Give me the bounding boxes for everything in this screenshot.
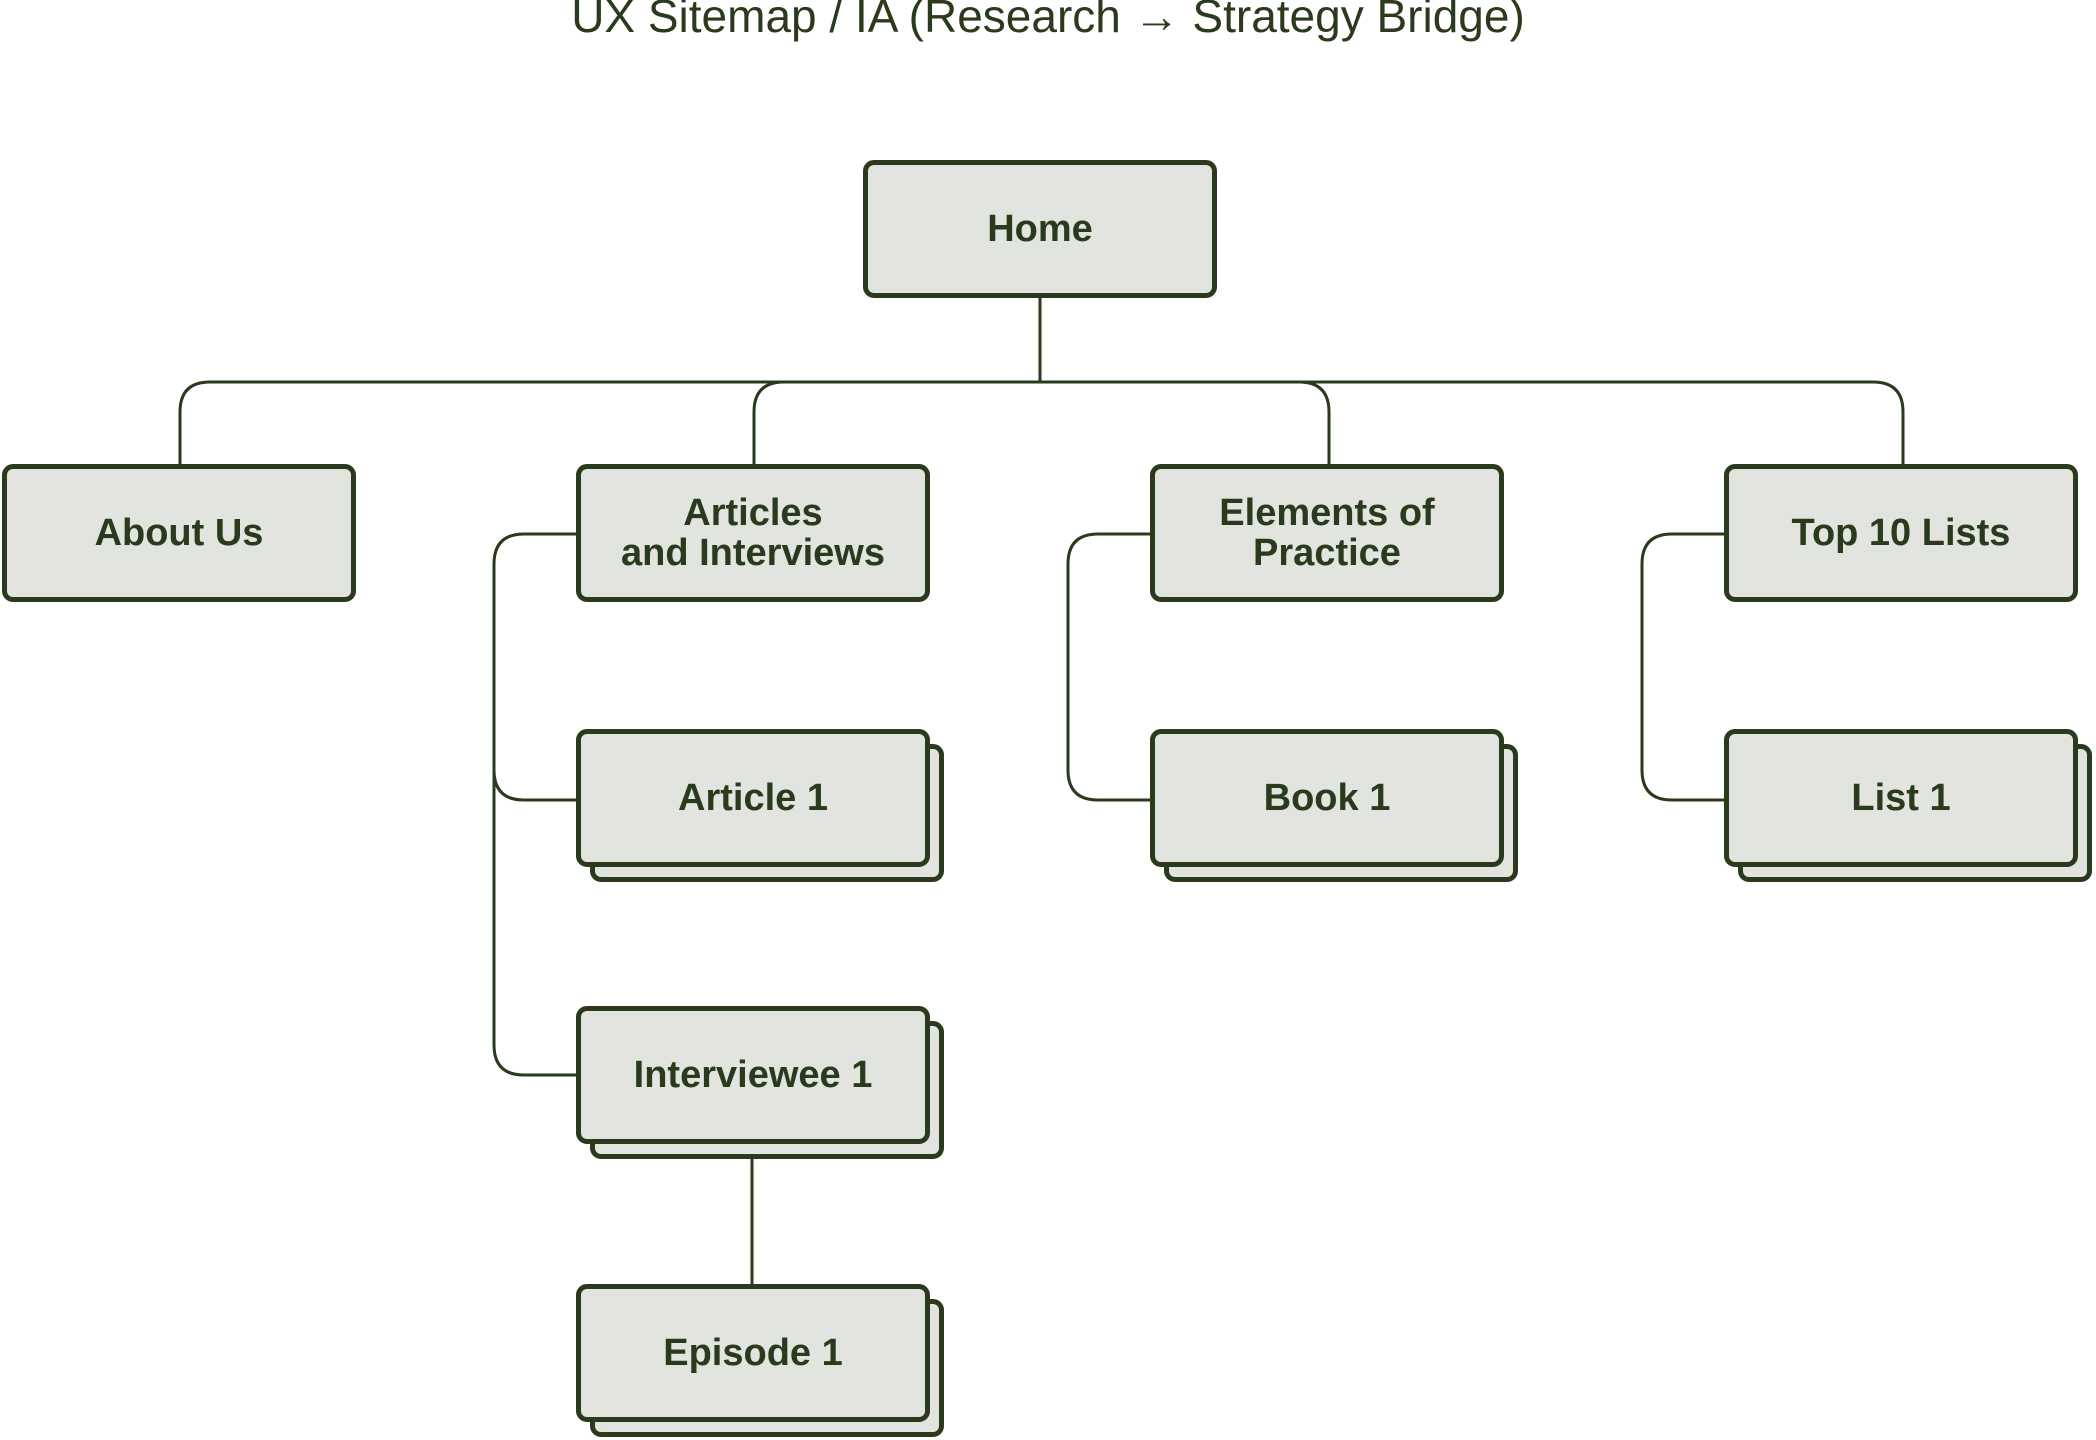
node-book-1[interactable]: Book 1 xyxy=(1150,729,1504,867)
connector-articles-article1 xyxy=(492,532,576,802)
node-top-10-lists[interactable]: Top 10 Lists xyxy=(1724,464,2078,602)
node-elements-of-practice[interactable]: Elements of Practice xyxy=(1150,464,1504,602)
node-interviewee-1[interactable]: Interviewee 1 xyxy=(576,1006,930,1144)
node-home[interactable]: Home xyxy=(863,160,1217,298)
node-list-1[interactable]: List 1 xyxy=(1724,729,2078,867)
connector-elements-book1 xyxy=(1066,532,1150,802)
connector-home-top10 xyxy=(1040,380,1905,466)
connector-home-about xyxy=(178,380,1040,466)
diagram-title-text: UX Sitemap / IA (Research → Strategy Bri… xyxy=(571,0,1525,42)
connector-home-articles xyxy=(752,380,1040,466)
node-articles-and-interviews[interactable]: Articles and Interviews xyxy=(576,464,930,602)
node-about-us[interactable]: About Us xyxy=(2,464,356,602)
node-article-1[interactable]: Article 1 xyxy=(576,729,930,867)
connector-articles-interviewee1 xyxy=(492,770,576,1077)
diagram-title: UX Sitemap / IA (Research → Strategy Bri… xyxy=(0,0,2096,48)
node-episode-1[interactable]: Episode 1 xyxy=(576,1284,930,1422)
connector-top10-list1 xyxy=(1640,532,1724,802)
connector-home-elements xyxy=(1040,380,1331,466)
